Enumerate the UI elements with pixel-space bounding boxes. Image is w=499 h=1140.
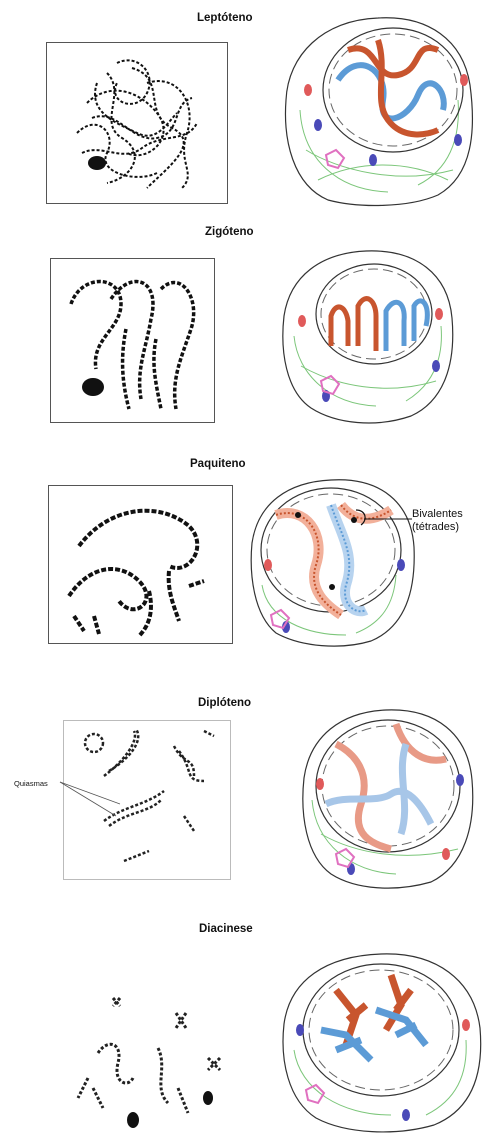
cell-diagram-leptoteno (278, 10, 478, 210)
micrograph-leptoteno (46, 42, 228, 204)
annotation-bivalentes-line2: (tétrades) (412, 521, 463, 534)
stage-title-leptoteno: Leptóteno (197, 12, 253, 24)
micrograph-diacinese (58, 988, 233, 1133)
mitochondria (296, 1019, 470, 1121)
annotation-bivalentes: Bivalentes (tétrades) (412, 508, 463, 534)
quiasmas-pointer (60, 780, 142, 820)
micrograph-paquiteno (48, 485, 233, 644)
micrograph-zigoteno (50, 258, 215, 423)
cell-diagram-diploteno (296, 704, 476, 894)
micrograph-zigoteno-drawing (51, 259, 214, 422)
micrograph-leptoteno-drawing (47, 43, 227, 203)
annotation-bivalentes-line1: Bivalentes (412, 508, 463, 521)
annotation-quiasmas: Quiasmas (14, 779, 48, 788)
cell-diagram-zigoteno (276, 246, 456, 426)
micrograph-paquiteno-drawing (49, 486, 232, 643)
golgi-icon (326, 150, 344, 168)
stage-title-diploteno: Diplóteno (198, 697, 251, 709)
mitochondria (316, 774, 464, 875)
cell-diagram-paquiteno (246, 475, 416, 650)
stage-title-zigoteno: Zigóteno (205, 226, 254, 238)
micrograph-diacinese-drawing (58, 988, 233, 1133)
nucleolus (82, 378, 104, 396)
nucleolus (88, 156, 106, 170)
stage-title-paquiteno: Paquiteno (190, 458, 246, 470)
stage-title-diacinese: Diacinese (199, 923, 253, 935)
mitochondria (264, 559, 405, 633)
cell-diagram-diacinese (276, 950, 486, 1135)
